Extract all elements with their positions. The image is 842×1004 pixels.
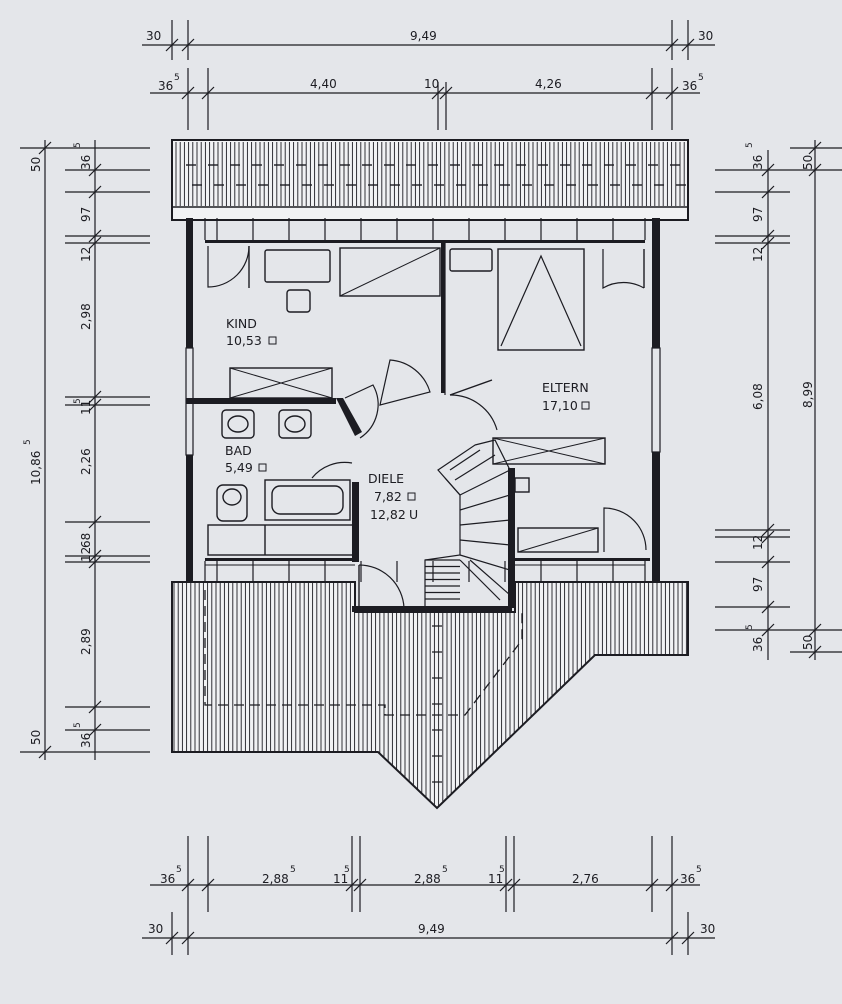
dim-left-s8: 2,89 <box>79 628 93 655</box>
dim-right-outer-bottom: 50 <box>801 635 815 650</box>
dim-left-s7: 12 <box>79 547 93 562</box>
dim-bottom-inner-b-sup: 5 <box>442 865 448 875</box>
room-diele-area2: 12,82 <box>370 507 406 522</box>
dim-bottom-outer-total: 9,49 <box>418 922 445 936</box>
dim-left-top-b: 36 <box>79 155 93 170</box>
dim-right-top-a: 36 <box>751 155 765 170</box>
room-kind-area: 10,53 <box>226 333 262 348</box>
room-eltern-name: ELTERN <box>542 380 589 395</box>
dim-left-outer-total-sup: 5 <box>23 439 33 445</box>
windows <box>216 218 614 582</box>
dim-left-s2: 12 <box>79 247 93 262</box>
roof-bottom <box>171 581 689 810</box>
dim-left-s4: 11 <box>79 400 93 415</box>
dim-top-inner-left-sup: 5 <box>174 73 180 83</box>
dim-right-s2: 12 <box>751 247 765 262</box>
room-diele-area2-suffix: U <box>409 507 418 522</box>
dim-top-inner-right-sup: 5 <box>698 73 704 83</box>
dim-left-bot-a: 50 <box>29 730 43 745</box>
roof-top <box>171 139 689 221</box>
room-diele-area: 7,82 <box>374 489 402 504</box>
dim-top-inner-left: 36 <box>158 79 173 93</box>
dim-bottom-inner-w1: 11 <box>333 872 348 886</box>
dim-right-s4: 12 <box>751 535 765 550</box>
dim-top-outer-left: 30 <box>146 29 161 43</box>
dim-right-outer-total: 8,99 <box>801 381 815 408</box>
dim-left-top-a: 50 <box>29 157 43 172</box>
room-bad-name: BAD <box>225 443 252 458</box>
room-bad-area: 5,49 <box>225 460 253 475</box>
dim-bottom-inner-w2-sup: 5 <box>499 865 505 875</box>
dim-right-s1: 97 <box>751 207 765 222</box>
dim-top-inner-mid: 10 <box>424 77 439 91</box>
dim-right-bot-a: 36 <box>751 637 765 652</box>
staircase <box>424 439 511 611</box>
room-labels: KIND 10,53 ELTERN 17,10 BAD 5,49 DIELE 7… <box>225 316 590 522</box>
dim-bottom-inner-left-sup: 5 <box>176 865 182 875</box>
dim-left-outer-total: 10,86 <box>29 451 43 485</box>
dimension-lines <box>20 20 842 955</box>
dim-top-inner-b: 4,26 <box>535 77 562 91</box>
dim-bottom-outer-left: 30 <box>148 922 163 936</box>
dim-right-outer-top: 50 <box>801 155 815 170</box>
wall-outlines <box>185 218 661 582</box>
dim-top-inner-right: 36 <box>682 79 697 93</box>
dim-left-top-b-sup: 5 <box>73 142 83 148</box>
dim-bottom-inner-w2: 11 <box>488 872 503 886</box>
room-kind-name: KIND <box>226 316 257 331</box>
dim-right-bot-a-sup: 5 <box>745 624 755 630</box>
dim-bottom-inner-a-sup: 5 <box>290 865 296 875</box>
dim-left-s4-sup: 5 <box>73 398 83 404</box>
dim-bottom-inner-w1-sup: 5 <box>344 865 350 875</box>
dim-bottom-inner-right-sup: 5 <box>696 865 702 875</box>
dim-bottom-inner-right: 36 <box>680 872 695 886</box>
dim-top-inner-a: 4,40 <box>310 77 337 91</box>
dim-bottom-outer-right: 30 <box>700 922 715 936</box>
dim-bottom-inner-b: 2,88 <box>414 872 441 886</box>
dim-right-s5: 97 <box>751 577 765 592</box>
dim-right-top-a-sup: 5 <box>745 142 755 148</box>
dim-left-bot-b: 36 <box>79 733 93 748</box>
furniture <box>205 245 647 609</box>
dimension-labels: 30 9,49 30 36 5 4,40 10 4,26 36 5 36 5 2… <box>23 29 815 936</box>
dim-left-s5: 2,26 <box>79 448 93 475</box>
room-diele-name: DIELE <box>368 471 404 486</box>
dim-top-outer-total: 9,49 <box>410 29 437 43</box>
dim-left-s3: 2,98 <box>79 303 93 330</box>
dim-left-s6: 68 <box>79 533 93 548</box>
walls <box>186 218 660 612</box>
dim-bottom-inner-left: 36 <box>160 872 175 886</box>
dim-right-s3: 6,08 <box>751 383 765 410</box>
dim-bottom-inner-a: 2,88 <box>262 872 289 886</box>
dim-left-bot-b-sup: 5 <box>73 722 83 728</box>
dim-bottom-inner-c: 2,76 <box>572 872 599 886</box>
dim-left-s1: 97 <box>79 207 93 222</box>
dim-top-outer-right: 30 <box>698 29 713 43</box>
room-eltern-area: 17,10 <box>542 398 578 413</box>
